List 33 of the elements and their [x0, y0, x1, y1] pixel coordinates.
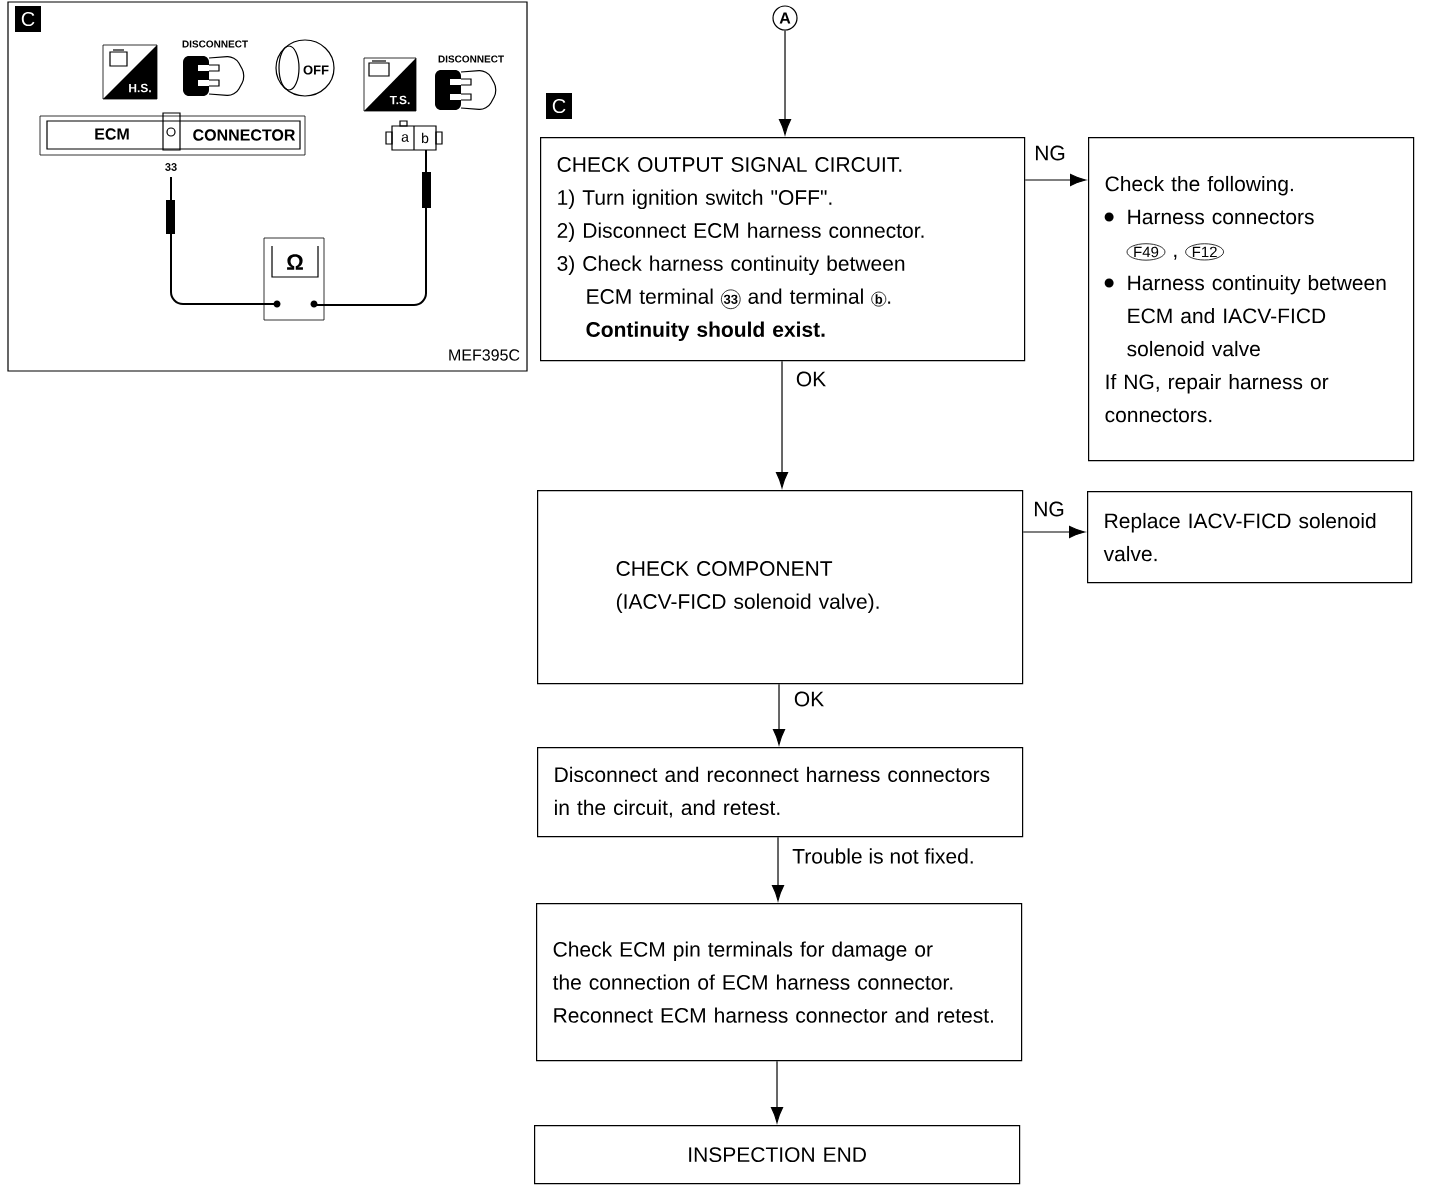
process-box: CHECK COMPONENT (IACV-FICD solenoid valve). [537, 490, 1024, 685]
icon-label: T.S. [389, 95, 410, 105]
arrow [1022, 525, 1086, 539]
edge-label: OK [793, 369, 829, 389]
icon-label: DISCONNECT [438, 55, 504, 63]
arrow [778, 30, 792, 136]
edge-label: Trouble is not fixed. [790, 846, 977, 866]
arrow [770, 1060, 784, 1124]
arrow [775, 360, 789, 489]
process-box: Check ECM pin terminals for damage or the connection of ECM harness connector. Reconnect ECM harness connector and retest. [536, 903, 1023, 1062]
process-box: Disconnect and reconnect harness connectors in the circuit, and retest. [537, 747, 1024, 838]
section-badge: C [15, 6, 41, 32]
terminal-number: 33 [165, 163, 177, 171]
arrow [771, 836, 785, 902]
icon-label: H.S. [129, 83, 151, 93]
figure-code: MEF395C [449, 349, 520, 361]
arrow [1024, 173, 1087, 187]
end-box: INSPECTION END [534, 1125, 1021, 1185]
edge-label: NG [1032, 143, 1068, 163]
terminal-label: a [401, 134, 409, 142]
process-box: Check the following. Harness connectors F49 , F12 Harness continuity between ECM and IACV-FICD solenoid valve If NG, repair harness or connectors. [1088, 137, 1415, 462]
edge-label: NG [1031, 499, 1067, 519]
process-box: Replace IACV-FICD solenoid valve. [1087, 491, 1413, 584]
edge-label: OK [791, 689, 827, 709]
icon-label: OFF [303, 65, 329, 75]
terminal-label: b [422, 132, 429, 144]
section-badge: C [546, 93, 572, 119]
connector-label: CONNECTOR [193, 129, 296, 141]
connector-label: ECM [95, 128, 129, 140]
arrow [772, 683, 786, 746]
process-box: CHECK OUTPUT SIGNAL CIRCUIT. 1) Turn ignition switch "OFF". 2) Disconnect ECM harness connector. 3) Check harness continuity between ECM terminal 33 and terminal b . Continuity should exist. [540, 137, 1026, 362]
icon-label: DISCONNECT [182, 40, 248, 48]
meter-symbol: Ω [287, 254, 303, 270]
